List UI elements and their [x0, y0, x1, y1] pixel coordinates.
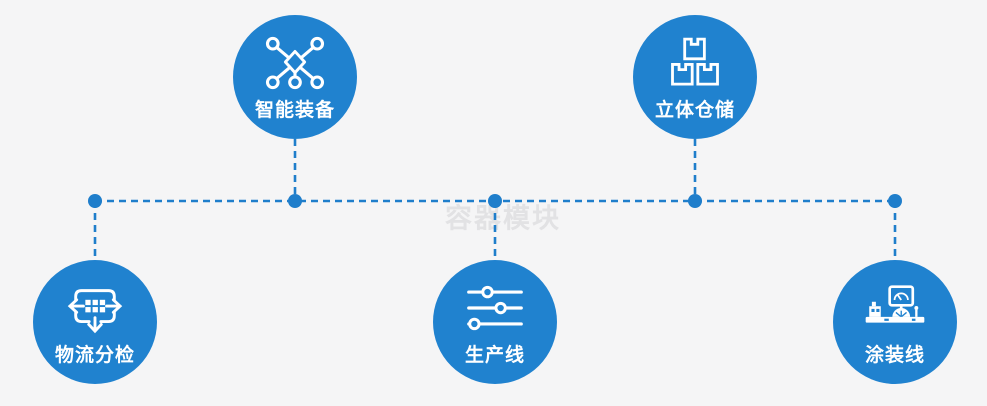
node-label: 生产线: [464, 345, 525, 366]
junction-dot: [488, 194, 502, 208]
diagram-node-smart-equipment: 智能装备: [233, 15, 357, 139]
node-label: 涂装线: [864, 345, 925, 366]
production-sliders-icon: [463, 279, 527, 337]
watermark-text: 容器模块: [445, 203, 561, 234]
junction-dot: [288, 194, 302, 208]
diagram-node-logistics-sorting: 物流分检: [33, 260, 157, 384]
diagram-node-warehouse: 立体仓储: [633, 15, 757, 139]
diagram-node-production-line: 生产线: [433, 260, 557, 384]
junction-dot: [688, 194, 702, 208]
node-label: 立体仓储: [654, 100, 735, 121]
network-nodes-icon: [263, 34, 327, 92]
junction-dot: [888, 194, 902, 208]
painting-workstation-icon: [863, 279, 927, 337]
stacked-boxes-icon: [663, 34, 727, 92]
junction-dot: [88, 194, 102, 208]
sorting-distribution-icon: [63, 279, 127, 337]
diagram-node-painting-line: 涂装线: [833, 260, 957, 384]
node-label: 智能装备: [254, 100, 335, 121]
node-label: 物流分检: [54, 345, 135, 366]
